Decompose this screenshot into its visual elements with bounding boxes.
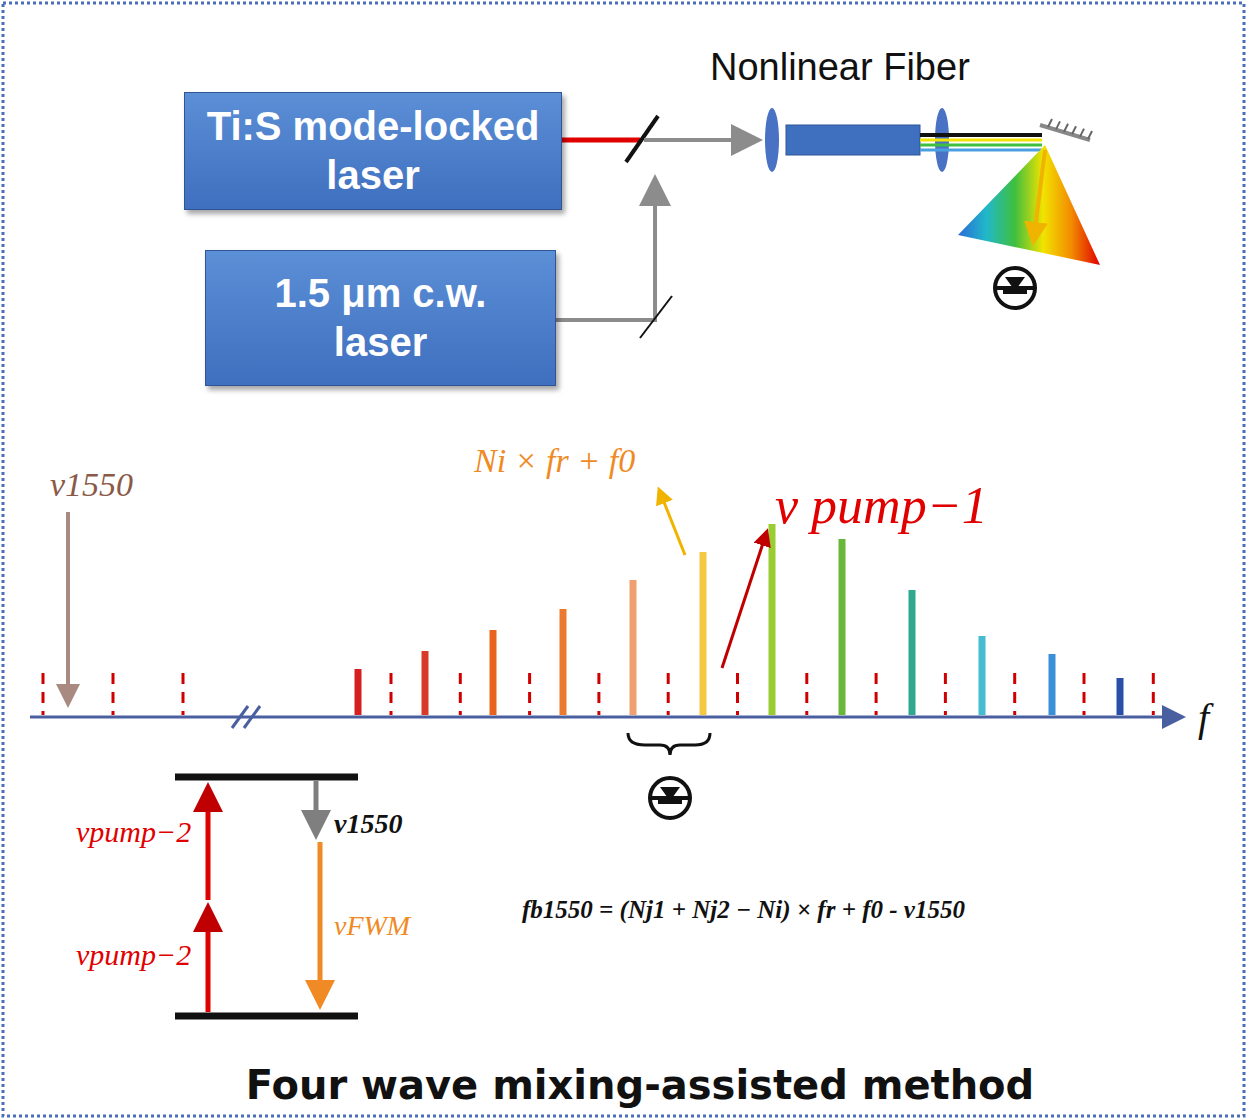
laser-box: Ti:S mode-locked laser	[184, 92, 562, 210]
beat-formula: fb1550 = (Nj1 + Nj2 − Ni) × fr + f0 - ν1…	[522, 896, 965, 924]
comb-mode-label: Ni × fr + f0	[474, 442, 635, 480]
frequency-label: ν1550	[50, 466, 133, 504]
pump-label: νpump−2	[76, 815, 191, 849]
laser-label: Ti:S mode-locked laser	[204, 102, 542, 200]
laser-box: 1.5 μm c.w. laser	[205, 250, 556, 386]
pump-label: νpump−2	[76, 938, 191, 972]
laser-label: 1.5 μm c.w. laser	[225, 269, 536, 367]
caption: Four wave mixing-assisted method	[246, 1062, 1034, 1108]
fwm-label: νFWM	[334, 910, 410, 942]
pump-label: ν pump−1	[775, 476, 988, 535]
frequency-label: ν1550	[334, 808, 402, 840]
component-label: Nonlinear Fiber	[710, 46, 970, 89]
axis-label: f	[1198, 694, 1209, 741]
